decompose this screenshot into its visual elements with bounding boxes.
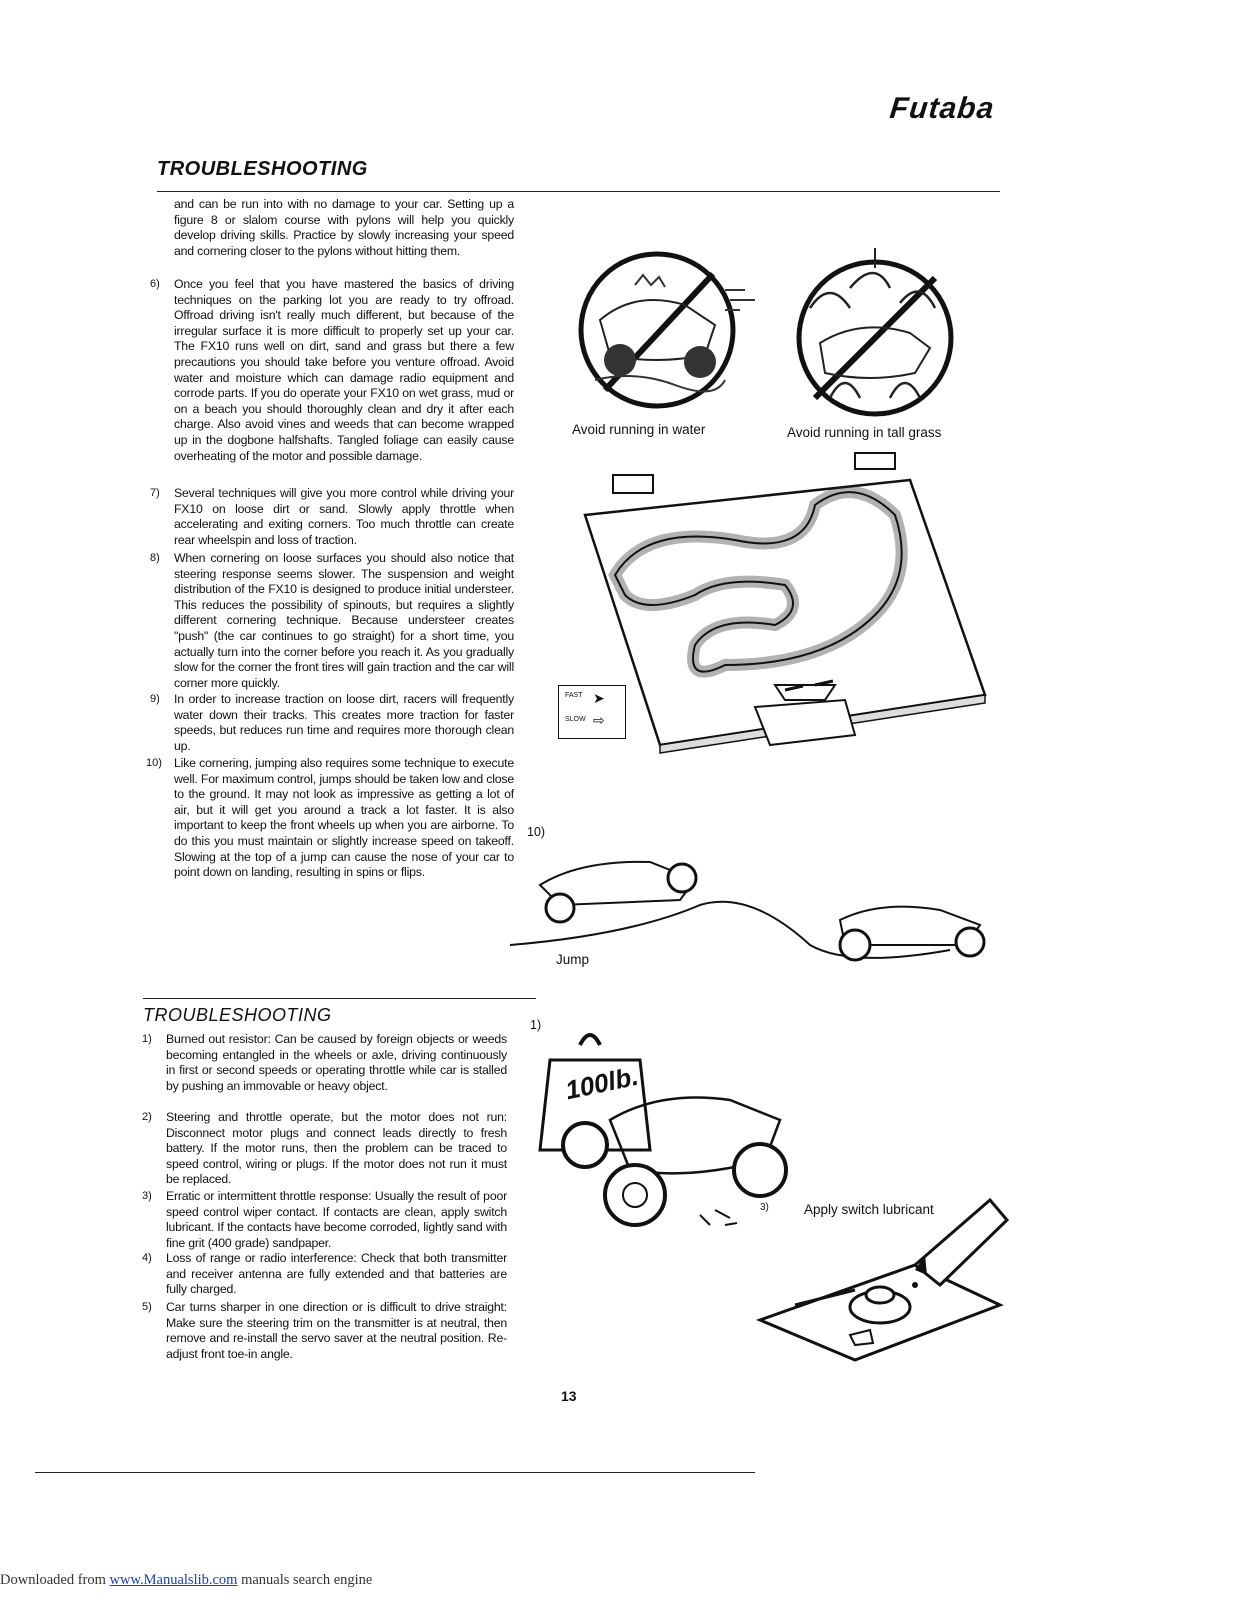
list-item: 3) Erratic or intermittent throttle resp…: [142, 1189, 507, 1251]
section-title-troubleshooting: TROUBLESHOOTING: [157, 158, 368, 180]
item-text: When cornering on loose surfaces you sho…: [174, 551, 514, 690]
item-text: Like cornering, jumping also requires so…: [174, 756, 514, 880]
fast-arrow-icon: ➤: [593, 690, 605, 706]
item-number: 5): [142, 1301, 152, 1313]
item-text: Erratic or intermittent throttle respons…: [166, 1189, 507, 1250]
manualslib-link[interactable]: www.Manualslib.com: [109, 1572, 238, 1588]
avoid-water-illustration: [578, 251, 755, 409]
item-number: 10): [146, 757, 162, 769]
item-text: Once you feel that you have mastered the…: [174, 277, 514, 463]
download-footer: Downloaded from www.Manualslib.com manua…: [0, 1572, 372, 1589]
weight-figure-label: 1): [530, 1018, 542, 1032]
legend-slow-label: SLOW: [565, 716, 586, 723]
grass-caption: Avoid running in tall grass: [787, 425, 942, 440]
item-number: 6): [150, 278, 160, 290]
item-number: 8): [150, 552, 160, 564]
list-item: 5) Car turns sharper in one direction or…: [142, 1300, 507, 1362]
footer-suffix: manuals search engine: [237, 1572, 373, 1588]
legend-fast-label: FAST: [565, 692, 583, 699]
brand-logo: Futaba: [888, 92, 997, 125]
footer-prefix: Downloaded from: [0, 1572, 110, 1588]
item-text: Several techniques will give you more co…: [174, 486, 514, 547]
item-number: 2): [142, 1111, 152, 1123]
item-text: In order to increase traction on loose d…: [174, 692, 514, 753]
item-number: 9): [150, 693, 160, 705]
lube-caption: Apply switch lubricant: [804, 1202, 934, 1217]
list-item: 7) Several techniques will give you more…: [150, 486, 514, 548]
list-item: 8) When cornering on loose surfaces you …: [150, 551, 514, 691]
item-text: Loss of range or radio interference: Che…: [166, 1251, 507, 1297]
jump-illustration: [509, 860, 986, 962]
list-item: 2) Steering and throttle operate, but th…: [142, 1110, 507, 1188]
intro-paragraph: and can be run into with no damage to yo…: [174, 197, 514, 258]
list-item: 6) Once you feel that you have mastered …: [150, 277, 514, 464]
item-number: 4): [142, 1252, 152, 1264]
lube-figure-label: 3): [760, 1202, 769, 1213]
item-text: Steering and throttle operate, but the m…: [166, 1110, 507, 1187]
footer-divider: [35, 1472, 755, 1473]
item-text: Car turns sharper in one direction or is…: [166, 1300, 507, 1361]
stalled-car-illustration: [538, 1033, 788, 1227]
slow-arrow-icon: ⇨: [593, 712, 605, 728]
avoid-grass-illustration: [796, 248, 954, 417]
track-illustration: [583, 452, 987, 754]
list-item: 9) In order to increase traction on loos…: [150, 692, 514, 754]
section-title-troubleshooting-2: TROUBLESHOOTING: [143, 1005, 332, 1025]
track-legend: FAST ➤ SLOW ⇨: [558, 685, 626, 739]
jump-figure-label: 10): [527, 825, 546, 839]
divider: [157, 191, 1000, 192]
list-item: 4) Loss of range or radio interference: …: [142, 1251, 507, 1298]
list-item: 10) Like cornering, jumping also require…: [146, 756, 514, 881]
jump-caption: Jump: [556, 952, 590, 967]
divider: [143, 998, 536, 999]
item-number: 7): [150, 487, 160, 499]
page-number: 13: [561, 1388, 577, 1404]
item-text: Burned out resistor: Can be caused by fo…: [166, 1032, 507, 1093]
water-caption: Avoid running in water: [572, 422, 706, 437]
list-item: 1) Burned out resistor: Can be caused by…: [142, 1032, 507, 1094]
item-number: 1): [142, 1033, 152, 1045]
switch-lubricant-illustration: [755, 1197, 1010, 1362]
item-number: 3): [142, 1190, 152, 1202]
